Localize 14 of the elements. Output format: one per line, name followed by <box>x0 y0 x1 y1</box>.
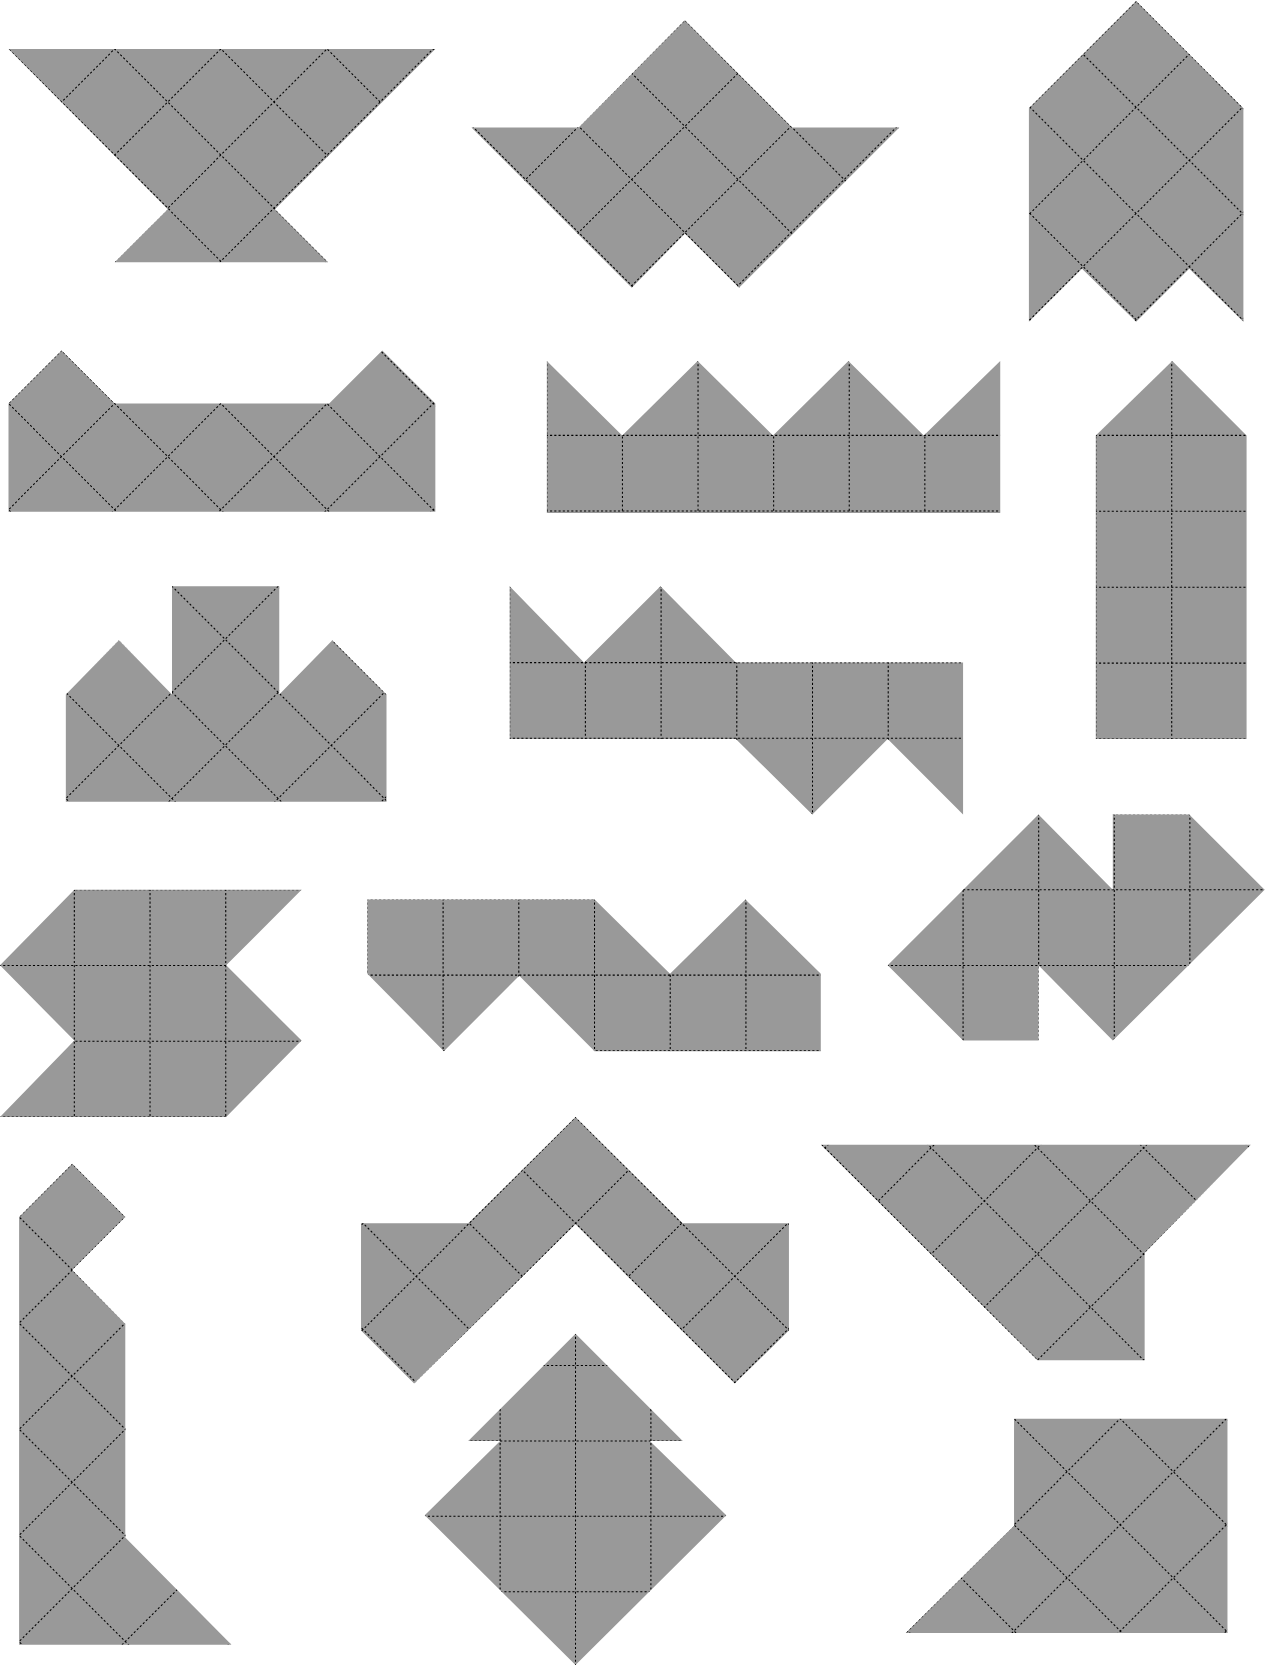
puzzle-piece <box>1028 1 1244 322</box>
puzzle-piece <box>471 20 900 288</box>
puzzle-piece <box>8 48 436 263</box>
puzzle-piece <box>8 350 436 512</box>
puzzle-piece <box>367 899 821 1052</box>
puzzle-piece <box>820 1144 1251 1361</box>
puzzle-piece <box>905 1418 1228 1634</box>
puzzle-piece <box>546 361 1001 513</box>
puzzle-piece <box>65 586 387 802</box>
puzzle-piece <box>509 586 964 815</box>
puzzle-piece <box>19 1163 232 1645</box>
puzzle-piece <box>1095 361 1247 740</box>
puzzle-piece <box>0 889 302 1118</box>
puzzle-piece <box>361 1117 789 1384</box>
